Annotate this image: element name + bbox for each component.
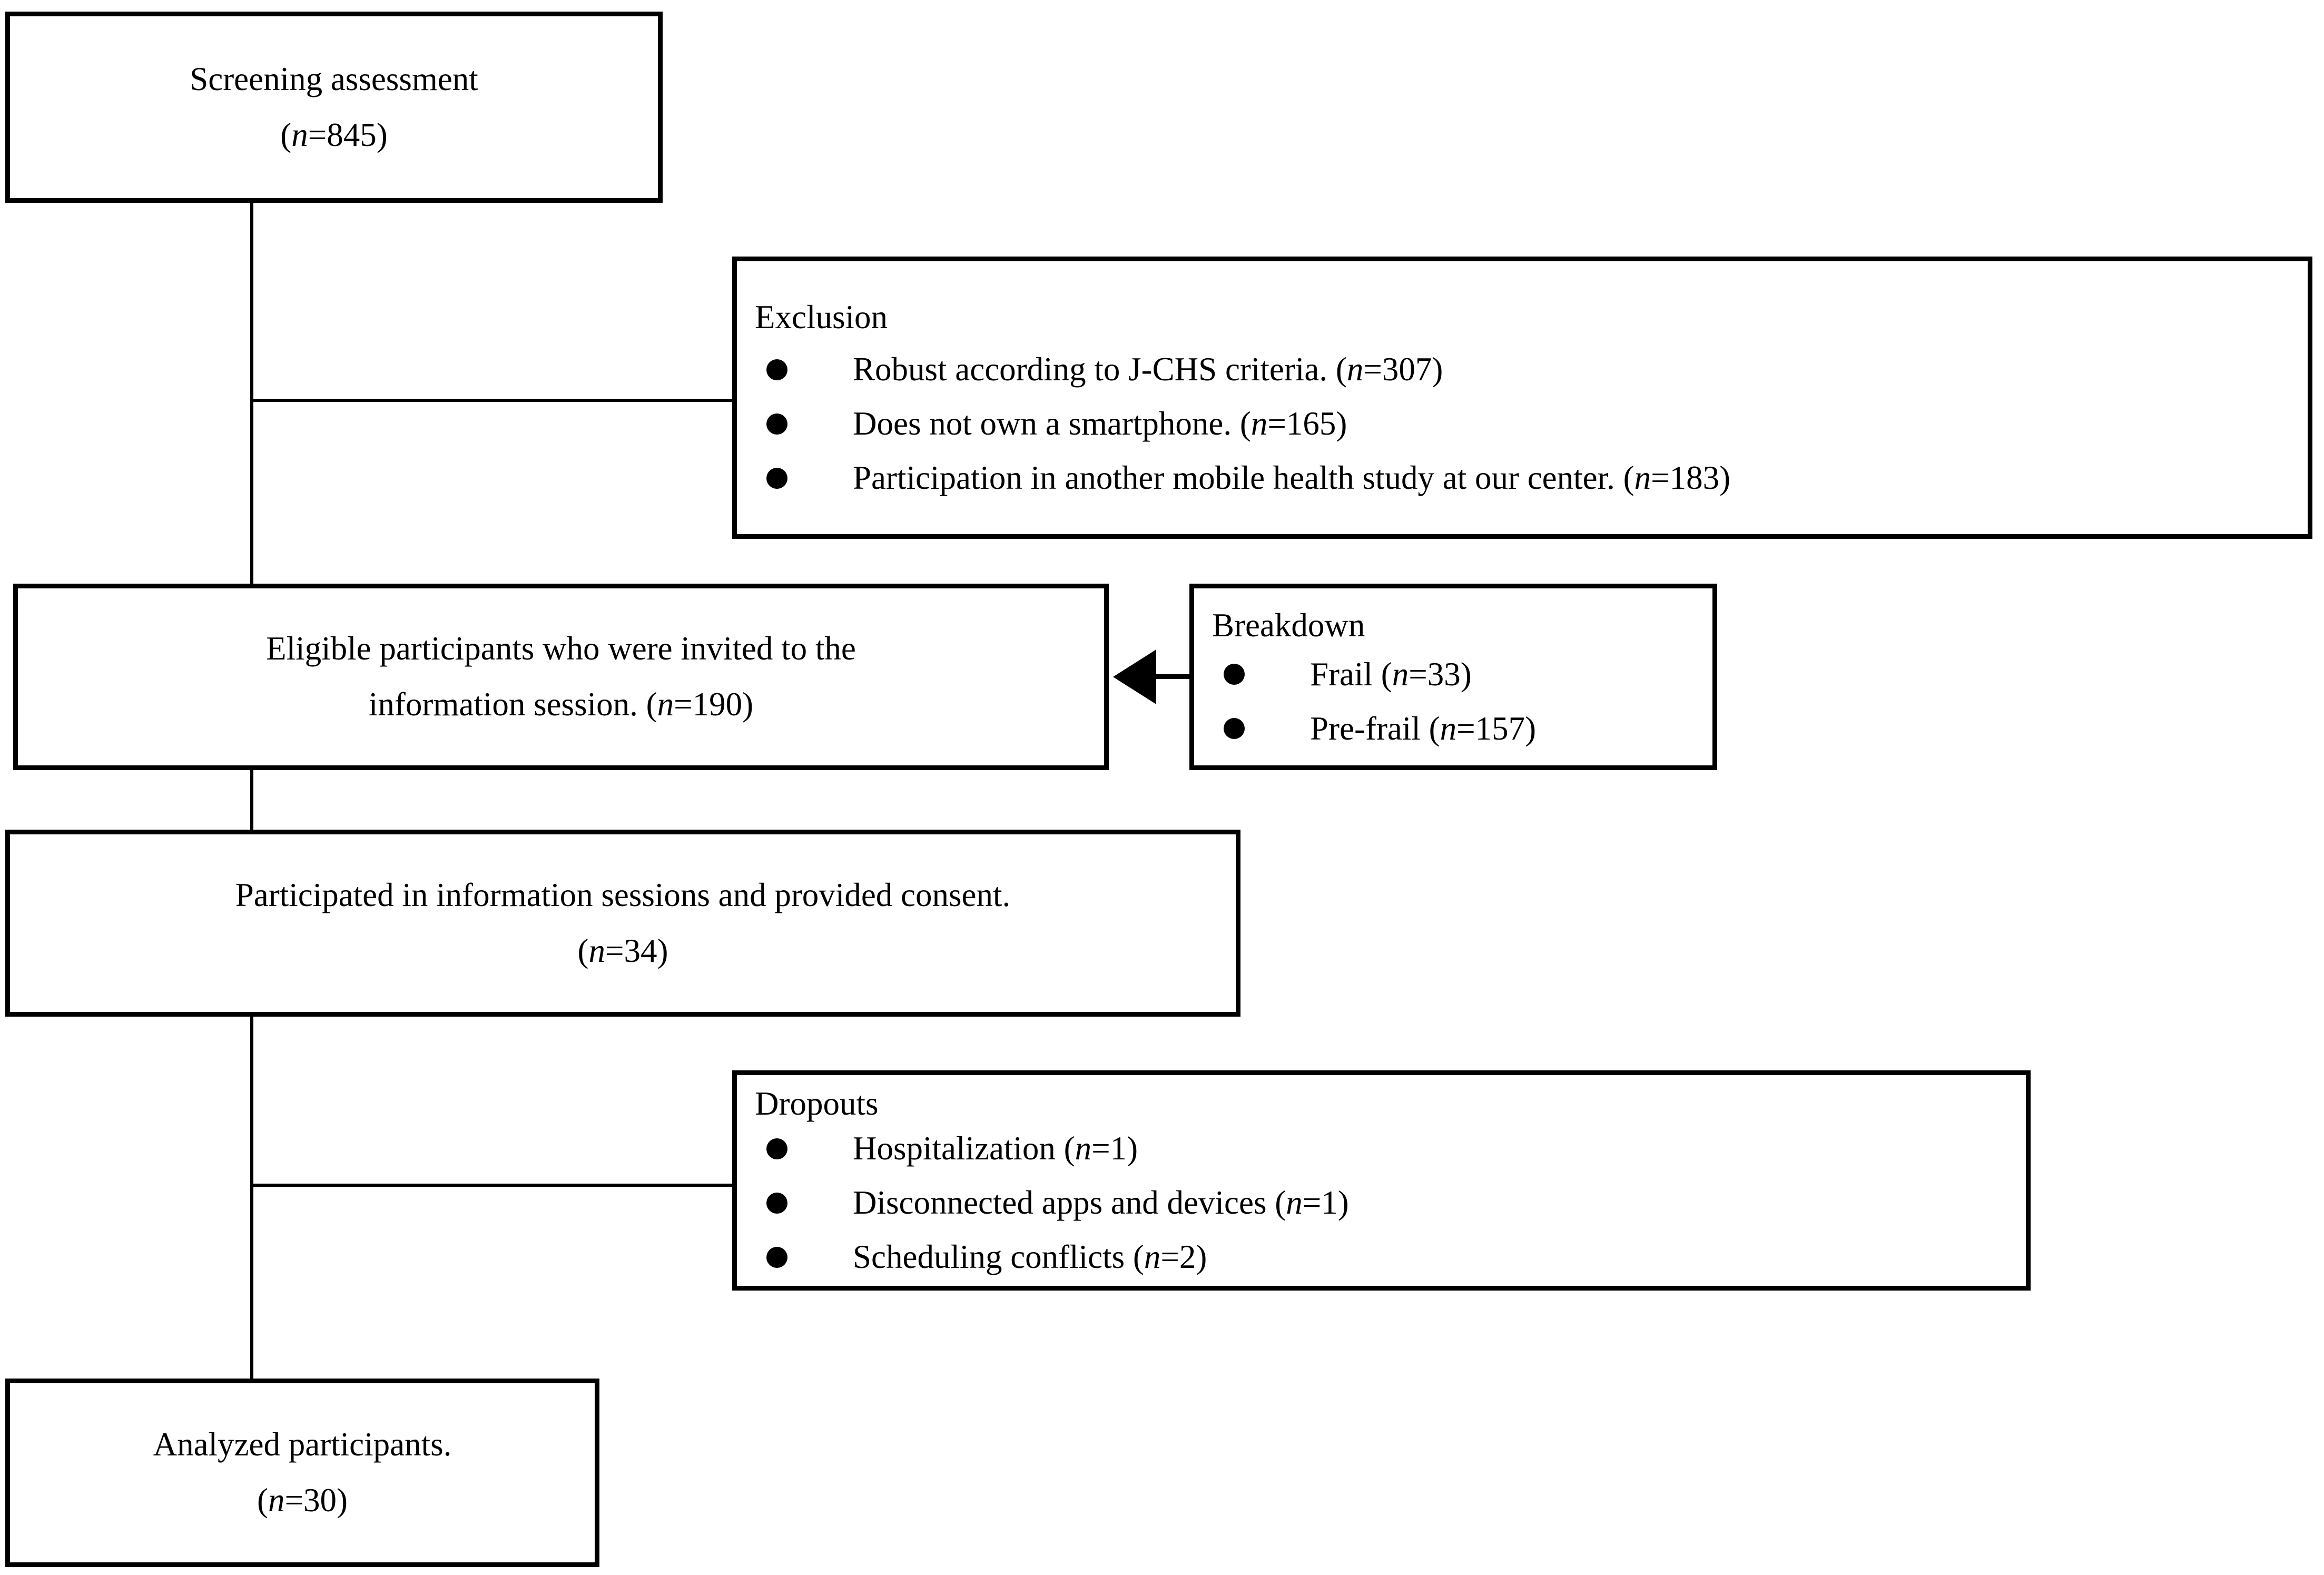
connector-eligible-to-consent	[250, 770, 253, 831]
node-screening-assessment: Screening assessment (n=845)	[5, 12, 663, 203]
dropouts-item-2-text: Scheduling conflicts (	[853, 1238, 1144, 1275]
node-analyzed-participants: Analyzed participants. (n=30)	[5, 1379, 599, 1567]
exclusion-item-1-text: Does not own a smartphone. (	[853, 405, 1251, 442]
dropouts-list: Hospitalization (n=1) Disconnected apps …	[737, 1132, 2026, 1274]
eligible-line-1: Eligible participants who were invited t…	[266, 621, 856, 677]
eligible-line-2-text: information session. (	[368, 686, 657, 723]
list-item: Pre-frail (n=157)	[1212, 712, 1712, 745]
bullet-icon	[766, 1246, 787, 1268]
bullet-icon	[766, 467, 787, 489]
dropouts-item-0-text: Hospitalization (	[853, 1130, 1075, 1167]
connector-consent-to-analyzed	[250, 1017, 253, 1380]
exclusion-item-0-value: =307)	[1363, 351, 1443, 388]
breakdown-item-1-n-symbol: n	[1440, 710, 1457, 747]
analyzed-title: Analyzed participants.	[153, 1417, 452, 1473]
screening-count-value: =845)	[308, 116, 388, 153]
dropouts-item-1-value: =1)	[1302, 1184, 1349, 1221]
dropouts-item-2-value: =2)	[1160, 1238, 1207, 1275]
breakdown-item-0-n-symbol: n	[1392, 655, 1409, 693]
dropouts-header: Dropouts	[755, 1085, 879, 1122]
consent-title: Participated in information sessions and…	[235, 868, 1010, 923]
analyzed-count-n-symbol: n	[268, 1482, 285, 1519]
bullet-icon	[766, 1138, 787, 1159]
screening-title-text: Screening assessment	[190, 60, 478, 97]
dropouts-item-1-n-symbol: n	[1286, 1184, 1303, 1221]
analyzed-title-text: Analyzed participants.	[153, 1426, 452, 1463]
eligible-line-1-text: Eligible participants who were invited t…	[266, 630, 856, 667]
exclusion-item-0-text: Robust according to J-CHS criteria. (	[853, 351, 1347, 388]
exclusion-item-1-n-symbol: n	[1250, 405, 1268, 442]
exclusion-header: Exclusion	[755, 299, 888, 336]
connector-breakdown-arrow-shaft	[1138, 674, 1190, 679]
exclusion-item-2-n-symbol: n	[1634, 459, 1651, 496]
node-dropouts: Dropouts Hospitalization (n=1) Disconnec…	[732, 1070, 2031, 1291]
screening-count: (n=845)	[280, 107, 388, 163]
analyzed-count-open-paren: (	[257, 1482, 268, 1519]
screening-count-open-paren: (	[280, 116, 292, 153]
connector-branch-to-exclusion	[250, 399, 734, 402]
exclusion-item-2-value: =183)	[1651, 459, 1731, 496]
exclusion-item-0-n-symbol: n	[1346, 351, 1364, 388]
consent-count-n-symbol: n	[588, 932, 605, 969]
list-item: Disconnected apps and devices (n=1)	[755, 1186, 2026, 1219]
bullet-icon	[766, 413, 787, 435]
breakdown-item-1-value: =157)	[1456, 710, 1537, 747]
dropouts-item-2-n-symbol: n	[1144, 1238, 1161, 1275]
eligible-line-2-n-symbol: n	[657, 686, 674, 723]
breakdown-item-0-value: =33)	[1409, 655, 1472, 693]
exclusion-item-1-value: =165)	[1267, 405, 1347, 442]
list-item: Robust according to J-CHS criteria. (n=3…	[755, 353, 2308, 386]
eligible-line-2-value: =190)	[674, 686, 754, 723]
node-exclusion: Exclusion Robust according to J-CHS crit…	[732, 257, 2312, 539]
list-item: Scheduling conflicts (n=2)	[755, 1241, 2026, 1274]
connector-screening-to-eligible	[250, 203, 253, 585]
bullet-icon	[1224, 718, 1245, 739]
consent-count-open-paren: (	[577, 932, 589, 969]
list-item: Frail (n=33)	[1212, 655, 1712, 693]
list-item: Hospitalization (n=1)	[755, 1132, 2026, 1165]
consent-count: (n=34)	[578, 923, 668, 979]
analyzed-count: (n=30)	[257, 1473, 348, 1529]
bullet-icon	[1224, 664, 1245, 685]
node-consent: Participated in information sessions and…	[5, 830, 1240, 1017]
exclusion-item-2-text: Participation in another mobile health s…	[853, 459, 1634, 496]
consent-title-text: Participated in information sessions and…	[235, 876, 1011, 913]
list-item: Participation in another mobile health s…	[755, 461, 2308, 495]
bullet-icon	[766, 1192, 787, 1214]
connector-breakdown-arrow-head	[1113, 649, 1156, 704]
breakdown-header: Breakdown	[1212, 606, 1365, 644]
connector-branch-to-dropouts	[250, 1184, 734, 1187]
breakdown-item-1-text: Pre-frail (	[1310, 710, 1440, 747]
consent-count-value: =34)	[605, 932, 668, 969]
breakdown-item-0-text: Frail (	[1310, 655, 1392, 693]
dropouts-item-1-text: Disconnected apps and devices (	[853, 1184, 1286, 1221]
node-breakdown: Breakdown Frail (n=33) Pre-frail (n=157)	[1189, 584, 1717, 770]
list-item: Does not own a smartphone. (n=165)	[755, 407, 2308, 440]
bullet-icon	[766, 359, 787, 380]
exclusion-list: Robust according to J-CHS criteria. (n=3…	[737, 353, 2308, 495]
breakdown-list: Frail (n=33) Pre-frail (n=157)	[1194, 655, 1712, 745]
node-eligible-participants: Eligible participants who were invited t…	[13, 584, 1109, 770]
dropouts-item-0-n-symbol: n	[1075, 1130, 1092, 1167]
eligible-line-2: information session. (n=190)	[369, 677, 753, 733]
screening-count-n-symbol: n	[291, 116, 308, 153]
dropouts-item-0-value: =1)	[1091, 1130, 1138, 1167]
analyzed-count-value: =30)	[284, 1482, 348, 1519]
screening-title: Screening assessment	[190, 52, 478, 107]
